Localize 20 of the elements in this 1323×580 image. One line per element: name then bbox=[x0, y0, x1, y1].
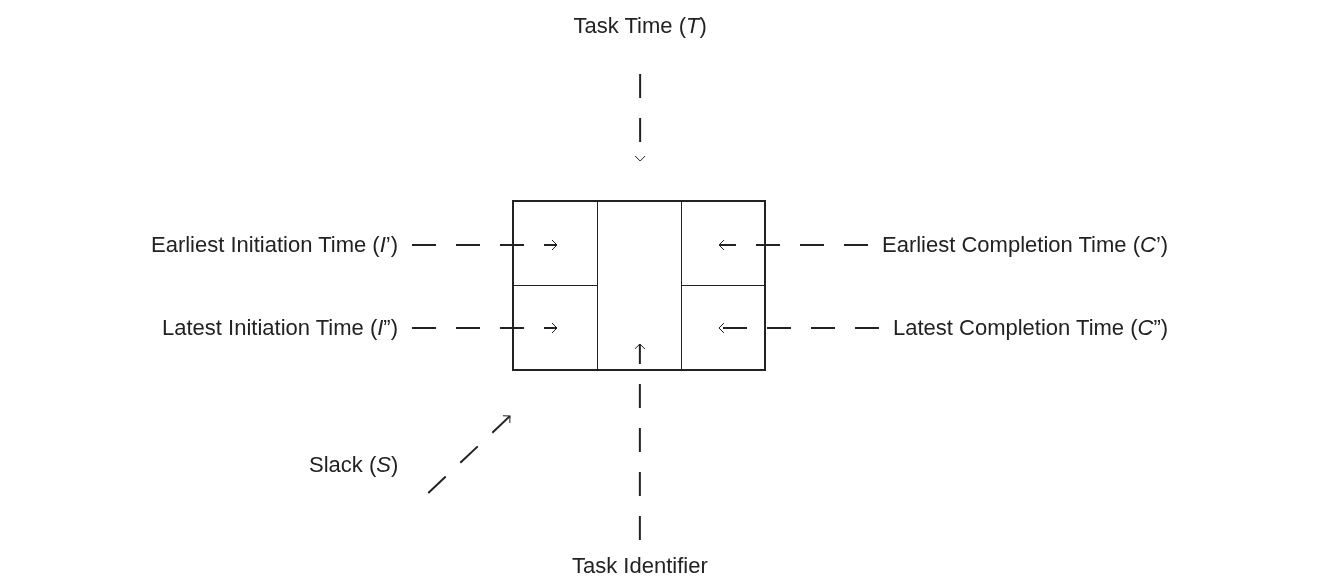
task-box bbox=[512, 200, 766, 371]
leader-arrow bbox=[411, 322, 558, 334]
label-text: Earliest Initiation Time (I’) bbox=[151, 231, 398, 259]
table-cell bbox=[597, 201, 682, 370]
label-text: Task Time (T) bbox=[573, 12, 707, 40]
leader-arrow bbox=[634, 343, 646, 541]
leader-arrow bbox=[411, 239, 558, 251]
leader-arrow bbox=[718, 239, 869, 251]
leader-arrow bbox=[718, 322, 880, 334]
label-text: Task Identifier bbox=[572, 552, 708, 580]
leader-arrow bbox=[634, 73, 646, 162]
label-text: Latest Initiation Time (I”) bbox=[162, 314, 398, 342]
leader-arrow bbox=[427, 415, 511, 494]
table-cell bbox=[681, 285, 765, 370]
table-cell bbox=[513, 285, 598, 370]
label-text: Earliest Completion Time (C’) bbox=[882, 231, 1169, 259]
label-text: Slack (S) bbox=[309, 451, 399, 479]
label-text: Latest Completion Time (C”) bbox=[893, 314, 1169, 342]
table-cell bbox=[681, 201, 765, 286]
table-cell bbox=[513, 201, 598, 286]
